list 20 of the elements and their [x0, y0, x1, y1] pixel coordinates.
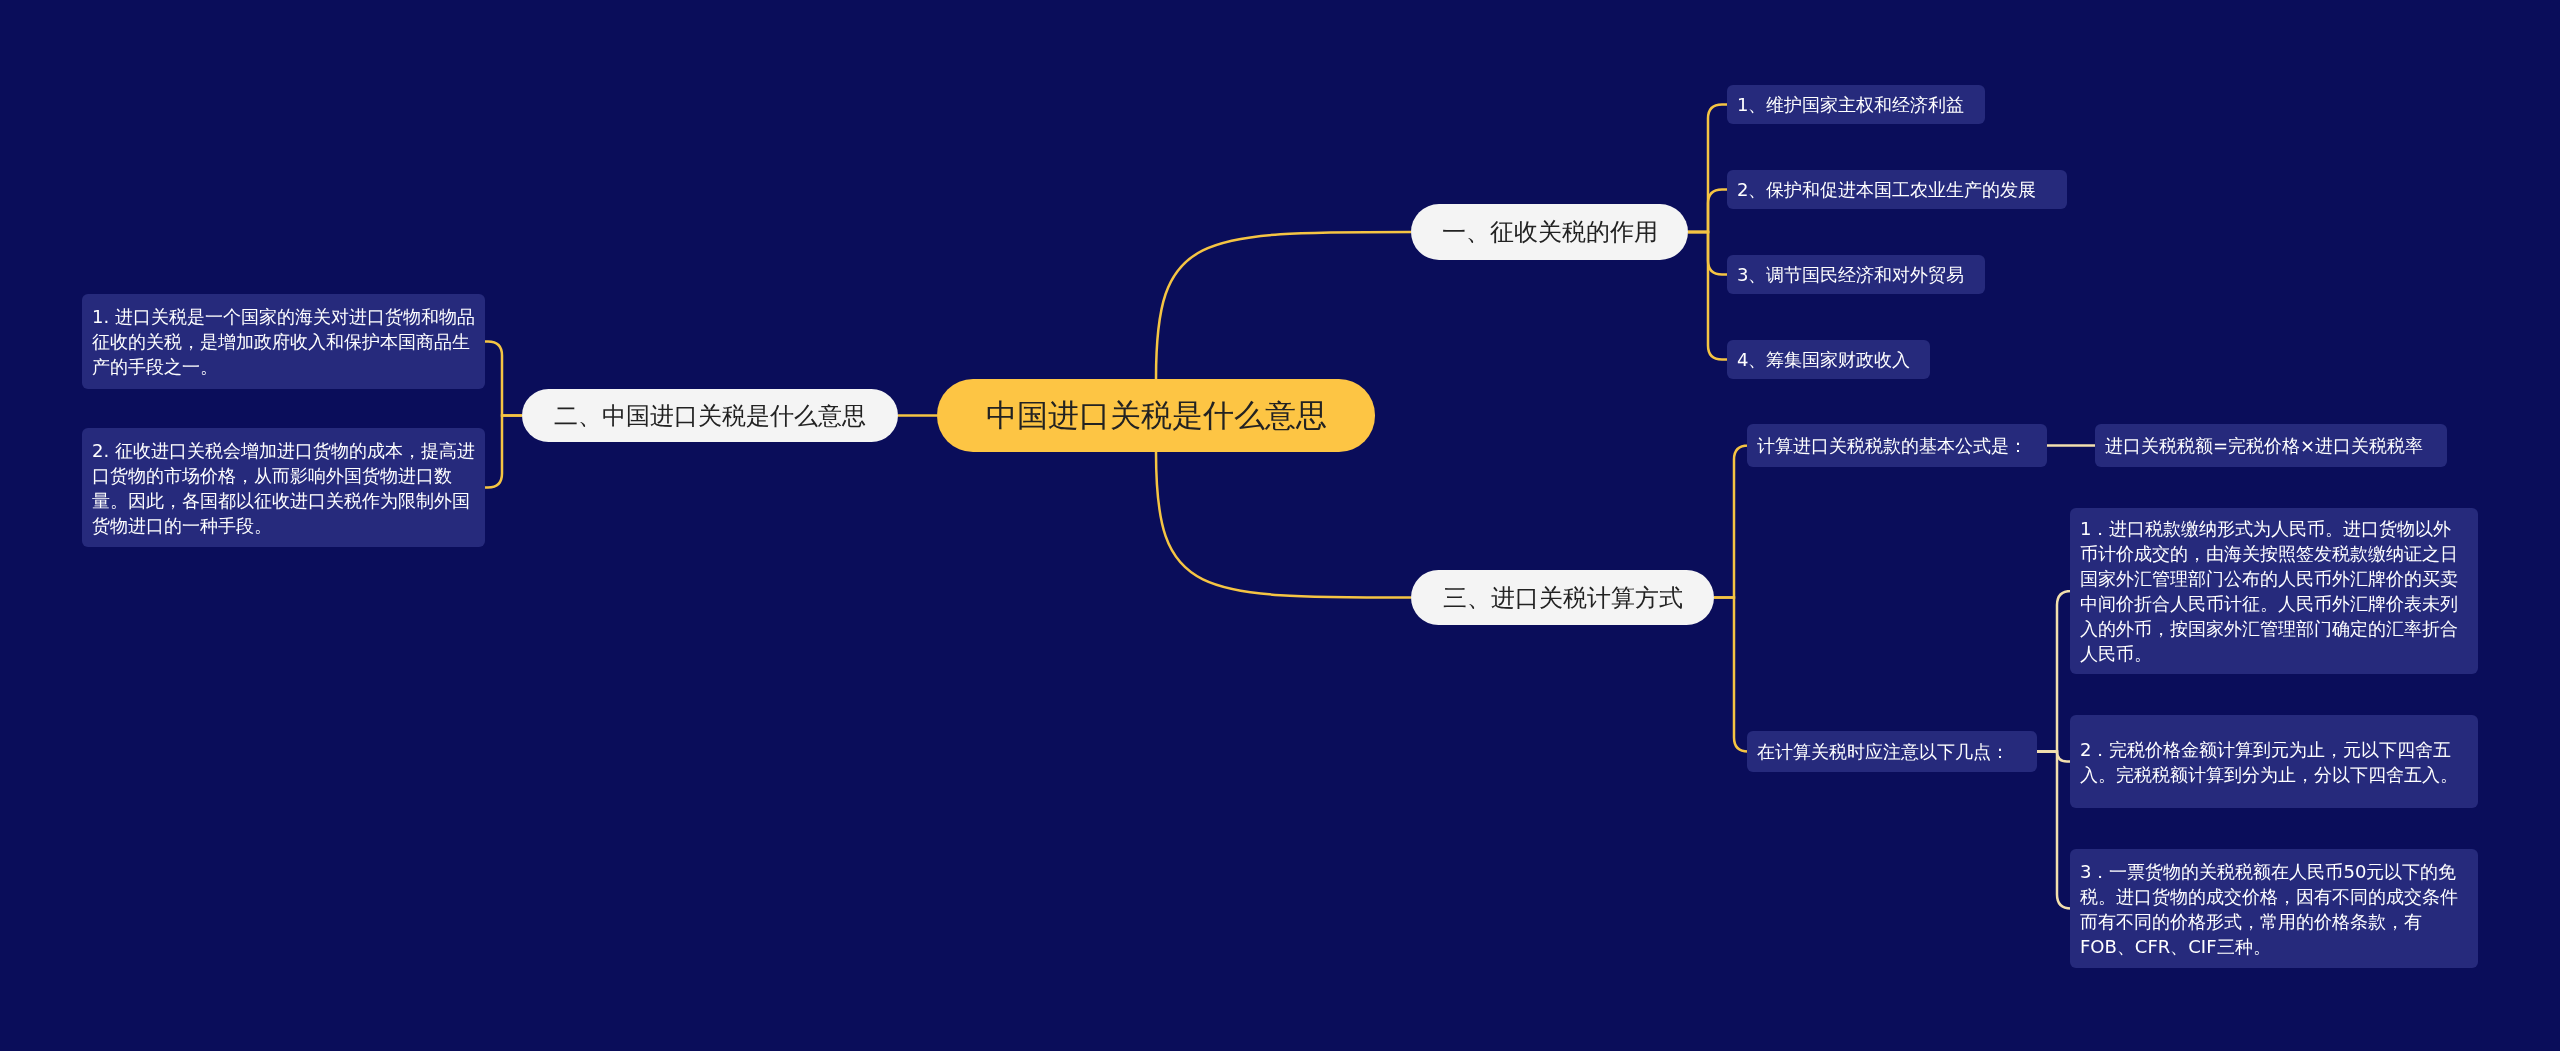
branch-topic: 二、中国进口关税是什么意思 [522, 389, 898, 442]
subtopic-box: 4、筹集国家财政收入 [1727, 340, 1930, 379]
branch-topic: 一、征收关税的作用 [1411, 204, 1688, 260]
central-topic: 中国进口关税是什么意思 [937, 379, 1375, 452]
subtopic-box: 3．一票货物的关税税额在人民币50元以下的免税。进口货物的成交价格，因有不同的成交条件而有不同的价格形式，常用的价格条款，有FOB、CFR、CIF三种。 [2070, 849, 2478, 968]
connector-line [898, 414, 937, 417]
subtopic-box: 进口关税税额=完税价格×进口关税税率 [2095, 424, 2447, 467]
subtopic-box: 2. 征收进口关税会增加进口货物的成本，提高进口货物的市场价格，从而影响外国货物进口数量。因此，各国都以征收进口关税作为限制外国货物进口的一种手段。 [82, 428, 485, 547]
subtopic-box: 2．完税价格金额计算到元为止，元以下四舍五入。完税税额计算到分为止，分以下四舍五入。 [2070, 715, 2478, 808]
subtopic-box: 在计算关税时应注意以下几点： [1747, 731, 2037, 772]
subtopic-box: 1、维护国家主权和经济利益 [1727, 85, 1985, 124]
branch-topic: 三、进口关税计算方式 [1411, 570, 1714, 625]
subtopic-box: 1．进口税款缴纳形式为人民币。进口货物以外币计价成交的，由海关按照签发税款缴纳证之日国家外汇管理部门公布的人民币外汇牌价的买卖中间价折合人民币计征。人民币外汇牌价表未列入的外币，按国家外汇管理部门确定的汇率折合人民币。 [2070, 508, 2478, 674]
connector-line [2047, 444, 2095, 447]
connector-line [1154, 451, 1411, 599]
subtopic-box: 2、保护和促进本国工农业生产的发展 [1727, 170, 2067, 209]
subtopic-box: 计算进口关税税款的基本公式是： [1747, 424, 2047, 467]
connector-line [1154, 230, 1411, 380]
subtopic-box: 3、调节国民经济和对外贸易 [1727, 255, 1985, 294]
subtopic-box: 1. 进口关税是一个国家的海关对进口货物和物品征收的关税，是增加政府收入和保护本国商品生产的手段之一。 [82, 294, 485, 389]
